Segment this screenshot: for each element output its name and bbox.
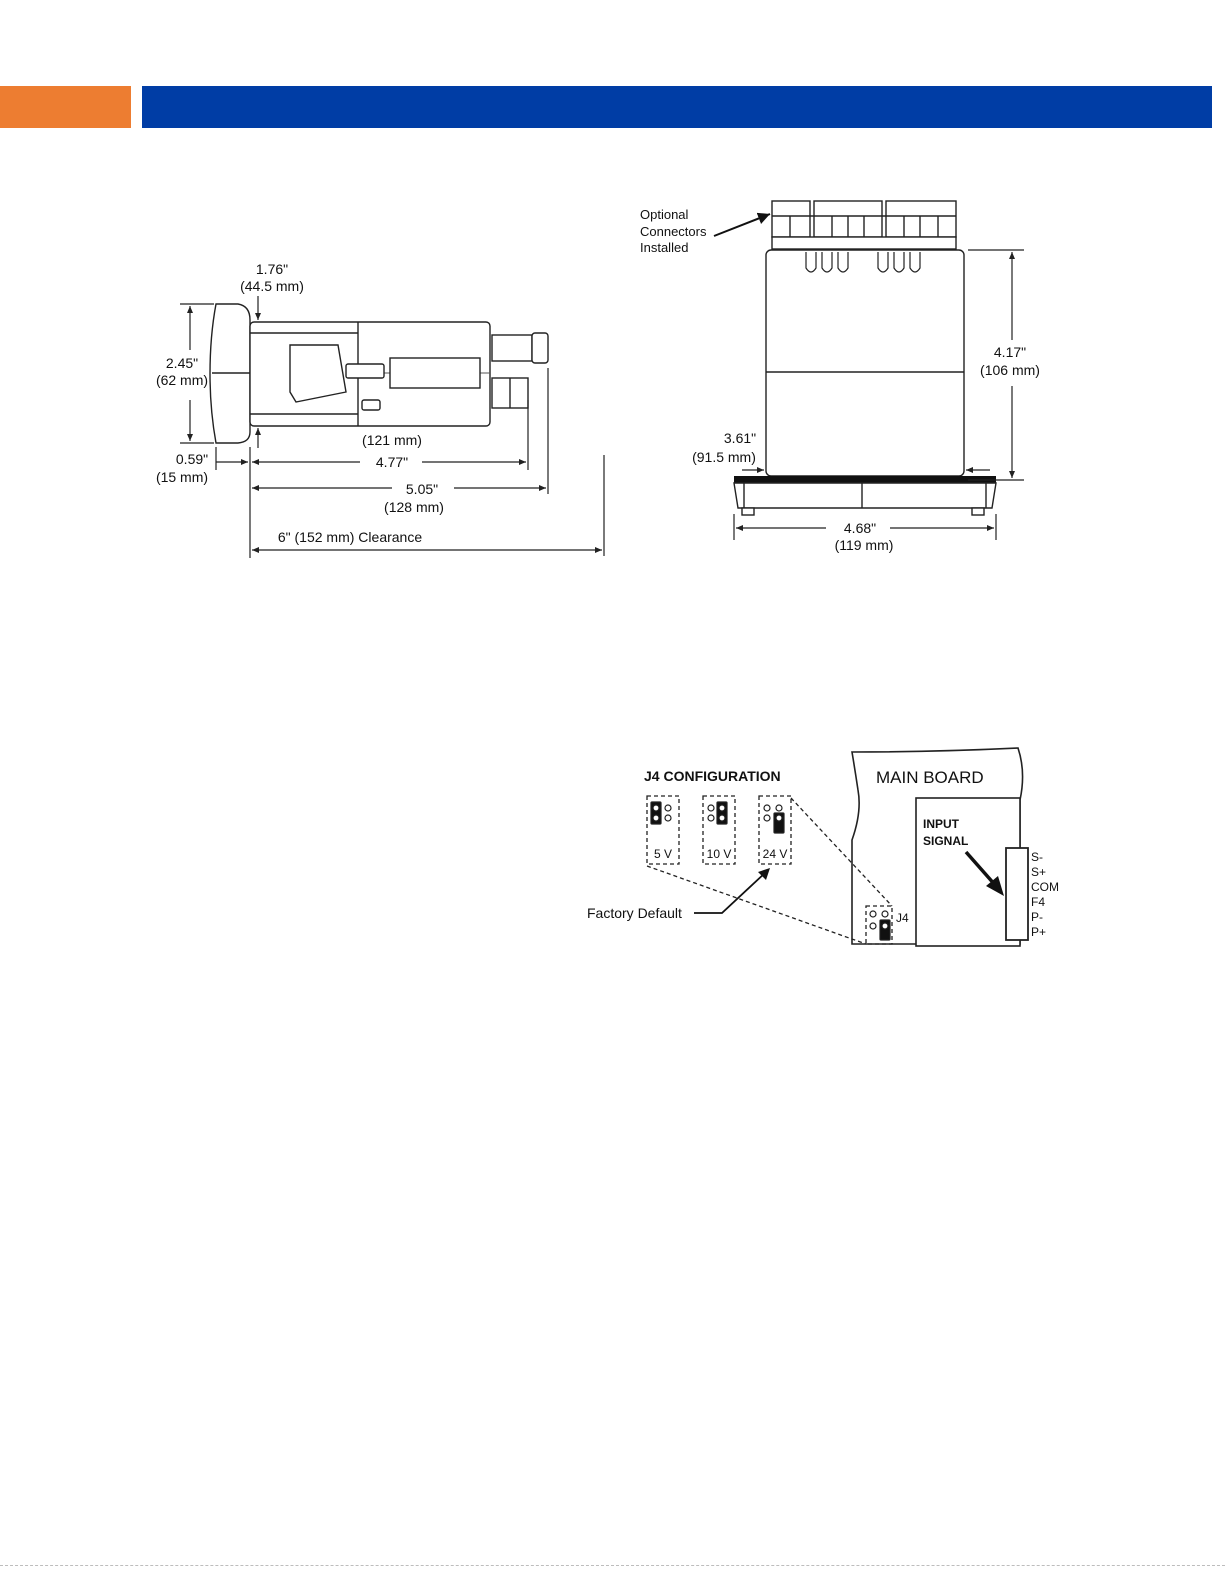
footer-divider [0, 1565, 1225, 1566]
factory-default-label: Factory Default [587, 905, 682, 921]
j4-config-title: J4 CONFIGURATION [644, 768, 781, 784]
main-board-label: MAIN BOARD [876, 768, 984, 787]
option-10v-label: 10 V [707, 847, 732, 861]
terminal-p-plus: P+ [1031, 925, 1046, 939]
input-signal-label-2: SIGNAL [923, 834, 968, 848]
terminal-strip [1006, 848, 1028, 940]
option-24v-label: 24 V [763, 847, 788, 861]
input-signal-label-1: INPUT [923, 817, 960, 831]
terminal-s-plus: S+ [1031, 865, 1046, 879]
j4-label: J4 [896, 911, 909, 925]
terminal-p-minus: P- [1031, 910, 1043, 924]
option-5v-label: 5 V [654, 847, 672, 861]
terminal-com: COM [1031, 880, 1059, 894]
terminal-s-minus: S- [1031, 850, 1043, 864]
terminal-f4: F4 [1031, 895, 1045, 909]
